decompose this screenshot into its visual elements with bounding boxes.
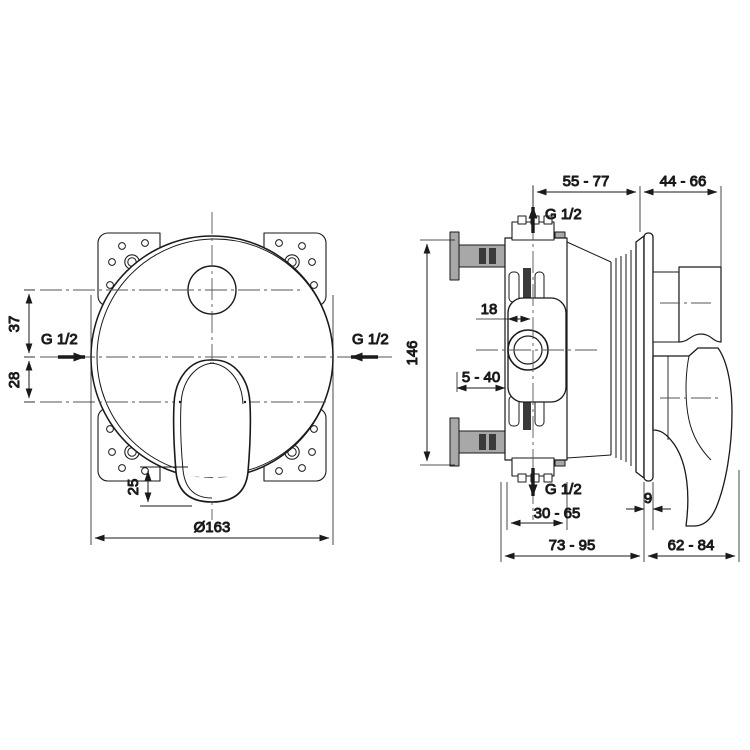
dimension-146: 146 [404, 239, 455, 466]
wall-plate-flange [566, 232, 654, 482]
lever-handle-side [652, 347, 733, 527]
dimension-18: 18 [476, 301, 531, 323]
dim-9-label: 9 [644, 490, 652, 507]
dimension-62-84: 62 - 84 [643, 470, 740, 562]
dim-18-label: 18 [481, 301, 498, 318]
lever-handle-front [172, 359, 252, 503]
thread-bottom-text: G 1/2 [545, 481, 582, 498]
section-view-centerlines [476, 185, 600, 520]
diverter-knob-side [652, 266, 722, 343]
dim-146-label: 146 [404, 340, 421, 365]
diameter-label: Ø163 [194, 519, 231, 536]
dimension-44-66: 44 - 66 [643, 173, 722, 268]
thread-label-front-right: G 1/2 [350, 331, 389, 362]
dim-25-label: 25 [125, 479, 142, 496]
dimension-55-77: 55 - 77 [532, 173, 641, 232]
thread-top-text: G 1/2 [545, 206, 582, 223]
dimension-73-95: 73 - 95 [500, 482, 641, 562]
dimension-30-65: 30 - 65 [506, 482, 581, 530]
thread-left-text: G 1/2 [41, 331, 78, 348]
thread-label-section-bottom: G 1/2 [528, 468, 582, 499]
thread-label-section-top: G 1/2 [528, 206, 582, 233]
dimension-28: 28 [6, 360, 35, 403]
dim-44-66-label: 44 - 66 [660, 173, 707, 190]
section-view-group: 55 - 77 44 - 66 G 1/2 G 1/2 146 [404, 173, 740, 562]
front-view-group: 37 28 25 G 1/2 G 1/2 [6, 212, 392, 545]
dimension-9: 9 [626, 482, 671, 530]
dim-28-label: 28 [6, 372, 23, 389]
dimension-5-40: 5 - 40 [456, 369, 506, 392]
thread-right-text: G 1/2 [352, 331, 389, 348]
built-in-body [504, 215, 568, 483]
dimension-diameter: Ø163 [90, 295, 334, 545]
dimension-37: 37 [6, 289, 35, 358]
dim-62-84-label: 62 - 84 [668, 537, 715, 554]
dim-55-77-label: 55 - 77 [563, 173, 610, 190]
thread-label-front-left: G 1/2 [41, 331, 86, 362]
dim-37-label: 37 [6, 316, 23, 333]
dim-30-65-label: 30 - 65 [534, 505, 581, 522]
dim-73-95-label: 73 - 95 [549, 537, 596, 554]
dimension-25: 25 [125, 466, 192, 507]
dim-5-40-label: 5 - 40 [462, 369, 500, 386]
